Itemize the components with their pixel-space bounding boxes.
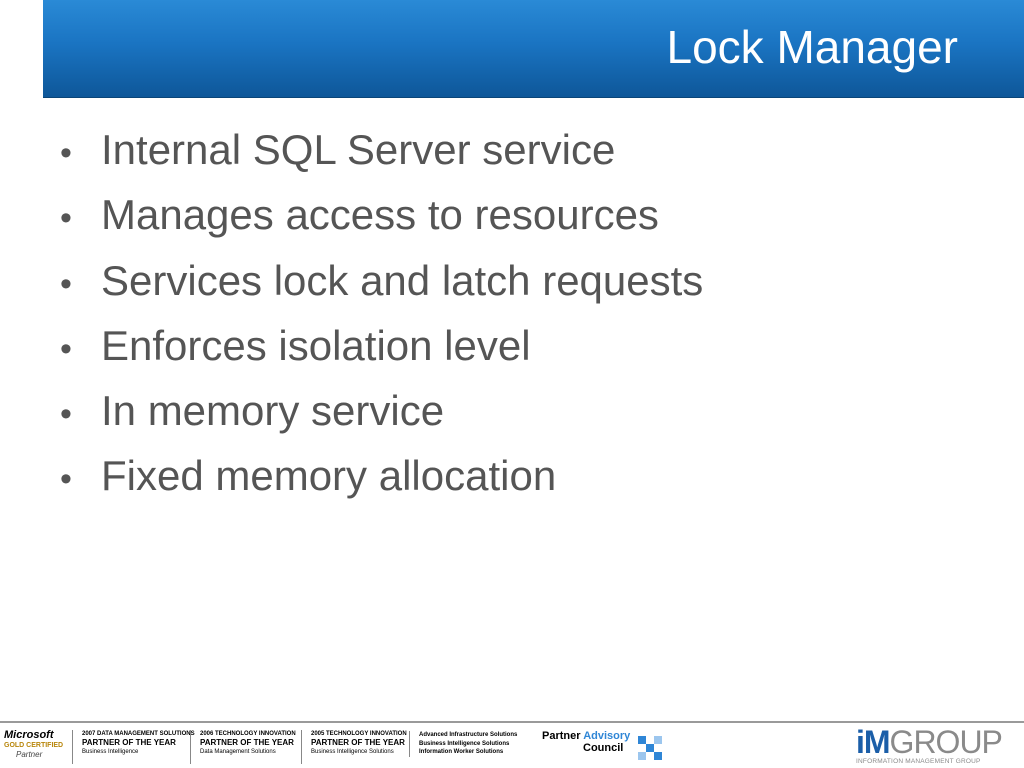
solution-item: Advanced Infrastructure Solutions [419,732,518,738]
footer-divider [0,721,1024,723]
bullet-text: Manages access to resources [101,191,659,239]
award-category: 2006 TECHNOLOGY INNOVATION [200,731,296,737]
title-bar: Lock Manager [43,0,1024,98]
bullet-item: • Fixed memory allocation [60,452,703,517]
award-title: PARTNER OF THE YEAR [311,738,405,747]
bullet-icon: • [60,199,72,238]
bullet-icon: • [60,329,72,368]
partner-advisory-council-logo: Partner Advisory Council [542,730,666,764]
bullet-item: • Services lock and latch requests [60,257,703,322]
bullet-text: Fixed memory allocation [101,452,557,500]
solution-item: Business Intelligence Solutions [419,740,510,747]
pac-advisory: Advisory [583,730,631,742]
imgroup-tagline: INFORMATION MANAGEMENT GROUP [856,758,981,765]
pac-heading: Partner Advisory [542,730,630,742]
bullet-text: In memory service [101,387,445,435]
bullet-text: Internal SQL Server service [101,126,616,173]
bullet-item: • Manages access to resources [60,191,703,256]
award-category: 2005 TECHNOLOGY INNOVATION [311,731,407,737]
slide-title: Lock Manager [666,21,959,73]
award-2005: 2005 TECHNOLOGY INNOVATION PARTNER OF TH… [301,730,407,764]
award-category: 2007 DATA MANAGEMENT SOLUTIONS [82,731,195,737]
award-subtitle: Business Intelligence Solutions [311,749,394,755]
bullet-list: • Internal SQL Server service • Manages … [60,126,703,518]
award-title: PARTNER OF THE YEAR [200,738,294,747]
bullet-text: Enforces isolation level [101,321,531,369]
partner-label: Partner [16,750,43,759]
solution-item: Information Worker Solutions [419,749,504,755]
solutions-list: Advanced Infrastructure Solutions Busine… [409,731,517,757]
award-subtitle: Business Intelligence [82,749,139,755]
gold-certified-label: GOLD CERTIFIED [4,742,64,749]
bullet-item: • In memory service [60,387,703,452]
bullet-item: • Enforces isolation level [60,322,703,387]
pac-council: Council [583,742,624,754]
bullet-item: • Internal SQL Server service [60,126,703,191]
imgroup-wordmark: iMGROUP [856,724,1003,760]
bullet-icon: • [60,395,72,434]
footer: Microsoft GOLD CERTIFIED Partner 2007 DA… [0,724,1024,768]
award-subtitle: Data Management Solutions [200,749,276,755]
award-2007: 2007 DATA MANAGEMENT SOLUTIONS PARTNER O… [72,730,195,764]
pac-partner: Partner [542,730,581,742]
microsoft-gold-certified-logo: Microsoft GOLD CERTIFIED Partner [4,730,68,764]
award-title: PARTNER OF THE YEAR [82,738,176,747]
bullet-text: Services lock and latch requests [101,256,704,304]
bullet-icon: • [60,134,72,172]
bullet-icon: • [60,264,72,303]
checker-squares-icon [638,736,662,760]
microsoft-brand: Microsoft [4,729,54,741]
award-2006: 2006 TECHNOLOGY INNOVATION PARTNER OF TH… [190,730,296,764]
bullet-icon: • [60,460,72,499]
imgroup-logo: iMGROUP INFORMATION MANAGEMENT GROUP [856,726,1018,766]
